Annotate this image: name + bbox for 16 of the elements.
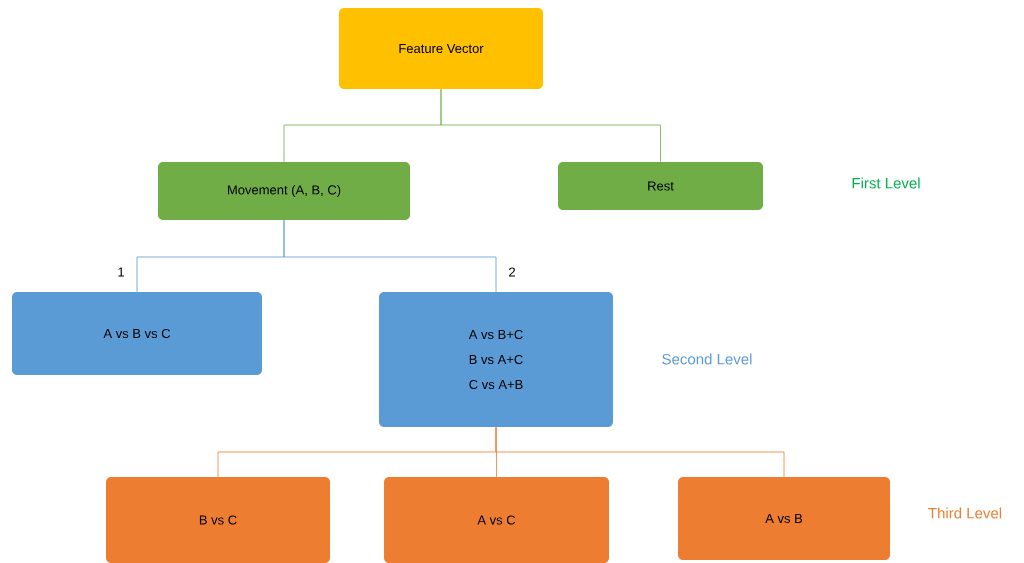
- process-box: Rest: [558, 162, 763, 210]
- connector-line: [440, 88, 661, 163]
- edge-label: 2: [507, 266, 517, 278]
- process-box: Movement (A, B, C): [158, 162, 410, 220]
- process-box: A vs B: [678, 477, 890, 560]
- edge-label: 1: [116, 266, 126, 278]
- level-label: Second Level: [662, 353, 752, 365]
- connector-line: [283, 219, 497, 293]
- level-label: Third Level: [928, 507, 1002, 519]
- process-box: Feature Vector: [339, 8, 543, 89]
- process-box: A vs C: [384, 477, 609, 563]
- level-label: First Level: [852, 177, 920, 189]
- process-box: A vs B+C B vs A+C C vs A+B: [379, 292, 613, 427]
- connector-line: [495, 426, 785, 478]
- process-box: A vs B vs C: [12, 292, 262, 375]
- process-box: B vs C: [106, 477, 330, 563]
